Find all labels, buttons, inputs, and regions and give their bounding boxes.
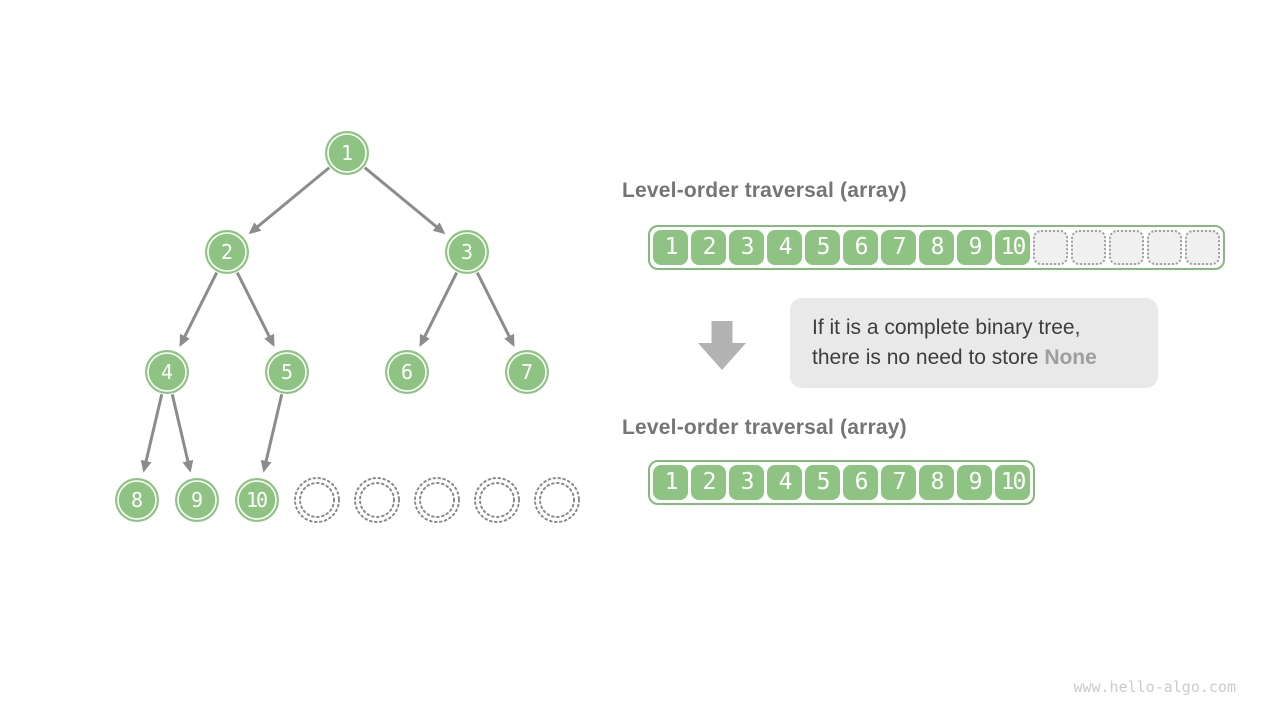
callout-none-word: None [1044, 346, 1097, 369]
array-cell-10: 10 [995, 465, 1030, 500]
tree-node-9: 9 [175, 478, 219, 522]
tree-node-1: 1 [325, 131, 369, 175]
array-cell-4: 4 [767, 230, 802, 265]
tree-edge [179, 271, 219, 347]
array-cell-6: 6 [843, 465, 878, 500]
array-cell-1: 1 [653, 230, 688, 265]
array-cell-7: 7 [881, 465, 916, 500]
tree-node-10: 10 [235, 478, 279, 522]
array-cell-5: 5 [805, 230, 840, 265]
tree-empty-node [294, 477, 340, 523]
tree-edge [248, 166, 331, 235]
down-arrow-icon [698, 321, 746, 370]
array-cell-1: 1 [653, 465, 688, 500]
tree-node-6: 6 [385, 350, 429, 394]
watermark: www.hello-algo.com [1073, 678, 1236, 696]
tree-node-value: 1 [341, 141, 352, 165]
tree-node-value: 6 [401, 360, 412, 384]
block-arrow-shape [698, 321, 746, 370]
array-cell-7: 7 [881, 230, 916, 265]
array-cell-10: 10 [995, 230, 1030, 265]
tree-node-value: 9 [191, 488, 202, 512]
array-cell-empty [1071, 230, 1106, 265]
tree-empty-node [354, 477, 400, 523]
tree-node-4: 4 [145, 350, 189, 394]
tree-edge [419, 271, 459, 347]
array-cell-9: 9 [957, 230, 992, 265]
tree-edge [260, 394, 284, 473]
array-cell-empty [1185, 230, 1220, 265]
array-cell-2: 2 [691, 465, 726, 500]
tree-node-value: 7 [521, 360, 532, 384]
array-label-bottom: Level-order traversal (array) [622, 416, 907, 439]
tree-node-value: 10 [246, 488, 267, 512]
tree-node-3: 3 [445, 230, 489, 274]
array-cell-6: 6 [843, 230, 878, 265]
tree-node-value: 3 [461, 240, 472, 264]
tree-empty-node [474, 477, 520, 523]
tree-node-value: 5 [281, 360, 292, 384]
array-cell-3: 3 [729, 230, 764, 265]
tree-edge [363, 166, 446, 235]
callout-line1: If it is a complete binary tree, [812, 316, 1081, 339]
tree-node-value: 2 [221, 240, 232, 264]
tree-edge [170, 394, 194, 473]
callout-box: If it is a complete binary tree, there i… [790, 298, 1158, 388]
array-cell-8: 8 [919, 230, 954, 265]
array-cell-empty [1033, 230, 1068, 265]
array-label-top: Level-order traversal (array) [622, 179, 907, 202]
binary-tree-diagram: 1 2 3 4 5 6 7 8 9 10 [115, 131, 580, 523]
tree-edge [235, 271, 275, 347]
tree-node-5: 5 [265, 350, 309, 394]
tree-node-8: 8 [115, 478, 159, 522]
tree-empty-node [534, 477, 580, 523]
array-cell-3: 3 [729, 465, 764, 500]
array-cell-4: 4 [767, 465, 802, 500]
tree-node-2: 2 [205, 230, 249, 274]
tree-node-value: 8 [131, 488, 142, 512]
array-cell-empty [1109, 230, 1144, 265]
tree-node-7: 7 [505, 350, 549, 394]
tree-edge [475, 271, 515, 347]
array-cell-2: 2 [691, 230, 726, 265]
array-cell-5: 5 [805, 465, 840, 500]
array-cell-9: 9 [957, 465, 992, 500]
tree-edge [140, 394, 164, 473]
array-cell-empty [1147, 230, 1182, 265]
tree-empty-node [414, 477, 460, 523]
callout-line2: there is no need to store [812, 346, 1045, 369]
array-cell-8: 8 [919, 465, 954, 500]
